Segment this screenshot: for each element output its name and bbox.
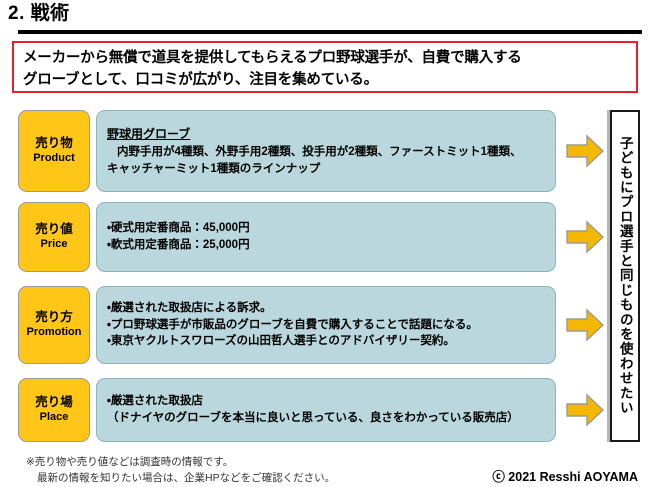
headline-line-2: グローブとして、口コミが広がり、注目を集めている。 bbox=[23, 71, 378, 88]
row-promotion: 売り方 Promotion ・厳選された取扱店による訴求。 ・プロ野球選手が市販… bbox=[0, 282, 650, 368]
four-p-rows: 売り物 Product 野球用グローブ 内野手用が4種類、外野手用2種類、投手用… bbox=[0, 106, 650, 446]
label-ja-promotion: 売り方 bbox=[35, 310, 73, 325]
label-ja-price: 売り値 bbox=[35, 222, 73, 237]
footer-note-line-2: 最新の情報を知りたい場合は、企業HPなどをご確認ください。 bbox=[37, 471, 336, 484]
row-place: 売り場 Place ・厳選された取扱店 （ドナイヤのグローブを本当に良いと思って… bbox=[0, 374, 650, 446]
label-ja-product: 売り物 bbox=[35, 136, 73, 151]
label-ja-place: 売り場 bbox=[35, 395, 73, 410]
content-box-price: ・硬式用定番商品：45,000円 ・軟式用定番商品：25,000円 bbox=[96, 202, 556, 272]
content-line: （ドナイヤのグローブを本当に良いと思っている、良さをわかっている販売店） bbox=[107, 412, 519, 424]
row-product: 売り物 Product 野球用グローブ 内野手用が4種類、外野手用2種類、投手用… bbox=[0, 106, 650, 196]
conclusion-vertical-text: 子どもにプロ選手と同じものを使わせたい bbox=[617, 136, 633, 416]
right-arrow-icon bbox=[566, 134, 604, 168]
footer-note-line-1: ※売り物や売り値などは調査時の情報です。 bbox=[26, 456, 234, 468]
label-box-price: 売り値 Price bbox=[18, 202, 90, 272]
content-box-product: 野球用グローブ 内野手用が4種類、外野手用2種類、投手用が2種類、ファーストミッ… bbox=[96, 110, 556, 192]
conclusion-box: 子どもにプロ選手と同じものを使わせたい bbox=[610, 110, 640, 442]
label-en-promotion: Promotion bbox=[26, 325, 82, 338]
right-arrow-icon bbox=[566, 220, 604, 254]
headline-line-1: メーカーから無償で道具を提供してもらえるプロ野球選手が、自費で購入する bbox=[23, 50, 522, 66]
label-box-product: 売り物 Product bbox=[18, 110, 90, 192]
content-line: ・厳選された取扱店による訴求。 bbox=[107, 301, 272, 314]
label-en-product: Product bbox=[33, 151, 75, 164]
content-line: ・軟式用定番商品：25,000円 bbox=[107, 239, 250, 251]
content-box-place: ・厳選された取扱店 （ドナイヤのグローブを本当に良いと思っている、良さをわかって… bbox=[96, 378, 556, 442]
content-box-promotion: ・厳選された取扱店による訴求。 ・プロ野球選手が市販品のグローブを自費で購入する… bbox=[96, 286, 556, 364]
headline-callout-box: メーカーから無償で道具を提供してもらえるプロ野球選手が、自費で購入する グローブ… bbox=[12, 41, 638, 93]
content-line: ・厳選された取扱店 bbox=[107, 395, 203, 408]
content-line: ・硬式用定番商品：45,000円 bbox=[107, 222, 250, 235]
title-underline-rule bbox=[18, 30, 642, 34]
row-price: 売り値 Price ・硬式用定番商品：45,000円 ・軟式用定番商品：25,0… bbox=[0, 198, 650, 276]
copyright-text: ⓒ 2021 Resshi AOYAMA bbox=[492, 470, 638, 484]
label-box-promotion: 売り方 Promotion bbox=[18, 286, 90, 364]
content-line: ・東京ヤクルトスワローズの山田哲人選手とのアドバイザリー契約。 bbox=[107, 335, 455, 348]
content-line: ・プロ野球選手が市販品のグローブを自費で購入することで話題になる。 bbox=[107, 318, 478, 331]
content-line: 内野手用が4種類、外野手用2種類、投手用が2種類、ファーストミット1種類、 bbox=[117, 145, 522, 158]
footer-note: ※売り物や売り値などは調査時の情報です。 最新の情報を知りたい場合は、企業HPな… bbox=[26, 455, 335, 487]
label-box-place: 売り場 Place bbox=[18, 378, 90, 442]
label-en-price: Price bbox=[40, 237, 68, 250]
content-heading-product: 野球用グローブ bbox=[107, 126, 191, 141]
content-line: キャッチャーミット1種類のラインナップ bbox=[107, 162, 321, 175]
page-title: 2. 戦術 bbox=[8, 3, 70, 24]
right-arrow-icon bbox=[566, 393, 604, 427]
label-en-place: Place bbox=[39, 410, 69, 423]
right-arrow-icon bbox=[566, 308, 604, 342]
